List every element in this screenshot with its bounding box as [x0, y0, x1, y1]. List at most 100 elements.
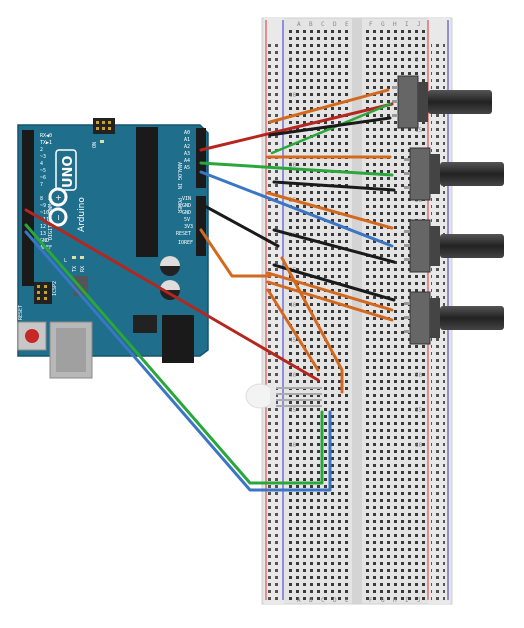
power-jack	[162, 315, 194, 363]
led-rx	[80, 256, 84, 259]
analog-pin-label: A5	[184, 165, 190, 171]
row-number: 15	[415, 127, 423, 134]
wire-orange	[266, 288, 320, 372]
arduino-pin-labels: TX▶1 RX◀0 2 ~3 4 ~5 ~6 7 8 ~9 ~10 ~11 12…	[18, 112, 193, 320]
col-letter: A	[297, 21, 301, 28]
on-label: ON	[92, 142, 98, 148]
pin-label: 13	[40, 231, 46, 237]
wire-green	[270, 102, 392, 155]
col-letter: E	[345, 597, 349, 604]
analog-pin-label: A1	[184, 137, 190, 143]
wire-orange	[266, 280, 394, 322]
col-letter: H	[393, 21, 397, 28]
col-letter: A	[297, 597, 301, 604]
pin-label: ~5	[40, 168, 46, 174]
rx-label: RX	[80, 266, 86, 272]
wire-black	[199, 202, 280, 248]
analog-label: ANALOG IN	[176, 162, 182, 189]
row-number: 50	[289, 372, 297, 379]
reset-button-cap[interactable]	[25, 329, 39, 343]
led-on	[100, 140, 104, 143]
led-tx	[72, 256, 76, 259]
row-number: 45	[289, 337, 297, 344]
row-number: 55	[289, 407, 297, 414]
col-letter: E	[345, 21, 349, 28]
wire-blue	[24, 230, 332, 492]
power-pin-label: RESET	[176, 231, 191, 237]
arduino-uno-board: − + UNO Arduino	[17, 118, 209, 379]
pin-label: 8	[40, 196, 43, 202]
row-number: 10	[289, 92, 297, 99]
pin-label: 12	[40, 224, 46, 230]
analog-pin-label: A4	[184, 158, 190, 164]
row-number: 55	[415, 407, 423, 414]
tx-label: TX	[72, 266, 78, 272]
wire-red	[199, 102, 394, 152]
col-letter: H	[393, 597, 397, 604]
wires	[24, 88, 396, 492]
pin-label: GND	[40, 238, 49, 244]
row-number: 5	[289, 57, 293, 64]
arduino-logo: − +	[48, 187, 68, 227]
wire-orange	[266, 191, 394, 230]
power-pin-label: GND	[182, 210, 191, 216]
wire-black	[272, 180, 396, 192]
row-number: 20	[289, 162, 297, 169]
row-number: 50	[415, 372, 423, 379]
col-letter: B	[309, 597, 313, 604]
potentiometer[interactable]	[404, 219, 504, 273]
power-pin-label: GND	[182, 203, 191, 209]
pin-label: ~3	[40, 154, 46, 160]
col-letter: G	[381, 597, 385, 604]
icsp-header	[93, 118, 115, 134]
pin-label: ~6	[40, 175, 46, 181]
wire-black	[268, 116, 392, 137]
pin-label: 4	[40, 161, 43, 167]
potentiometer[interactable]	[392, 75, 492, 129]
svg-text:+: +	[54, 194, 63, 201]
potentiometer[interactable]	[404, 147, 504, 201]
wire-blue	[199, 170, 394, 248]
voltage-regulator	[133, 315, 157, 333]
icsp-label: ICSP	[100, 112, 112, 118]
l-label: L	[64, 258, 67, 264]
icsp2-header	[34, 282, 52, 304]
wire-green	[199, 161, 394, 177]
wire-orange	[199, 228, 272, 278]
col-letter: C	[321, 21, 325, 28]
row-number: 40	[289, 302, 297, 309]
pin-label: ~10	[40, 210, 49, 216]
reset-label: RESET	[18, 305, 24, 320]
col-letter: J	[417, 21, 421, 28]
icsp2-label: ICSP2	[52, 281, 58, 296]
digital-label: DIGITAL (PWM~)	[48, 198, 54, 240]
col-letter: F	[369, 597, 373, 604]
analog-pin-label: A0	[184, 130, 190, 136]
pin-label: 2	[40, 147, 43, 153]
col-letter: D	[333, 597, 337, 604]
wire-orange	[266, 271, 394, 312]
power-pin-label: 5V	[184, 217, 190, 223]
power-pin-label: VIN	[182, 196, 191, 202]
wire-orange	[268, 88, 390, 124]
wire-red	[24, 208, 320, 382]
col-letter: I	[405, 597, 409, 604]
analog-pin-label: A2	[184, 144, 190, 150]
pin-label: TX▶1	[40, 140, 52, 146]
ioref-label: IOREF	[178, 240, 193, 246]
col-letter: B	[309, 21, 313, 28]
col-letter: D	[333, 21, 337, 28]
pin-label: 7	[40, 182, 43, 188]
power-pin-label: 3V3	[184, 224, 193, 230]
wire-green	[24, 223, 324, 485]
col-letter: F	[369, 21, 373, 28]
row-number: 60	[289, 442, 297, 449]
col-letter: C	[321, 597, 325, 604]
uno-logo-text: UNO	[61, 156, 76, 189]
wire-black	[272, 228, 396, 264]
col-letter: G	[381, 21, 385, 28]
row-number: 60	[415, 442, 423, 449]
potentiometer[interactable]	[404, 291, 504, 345]
svg-text:−: −	[54, 214, 63, 221]
